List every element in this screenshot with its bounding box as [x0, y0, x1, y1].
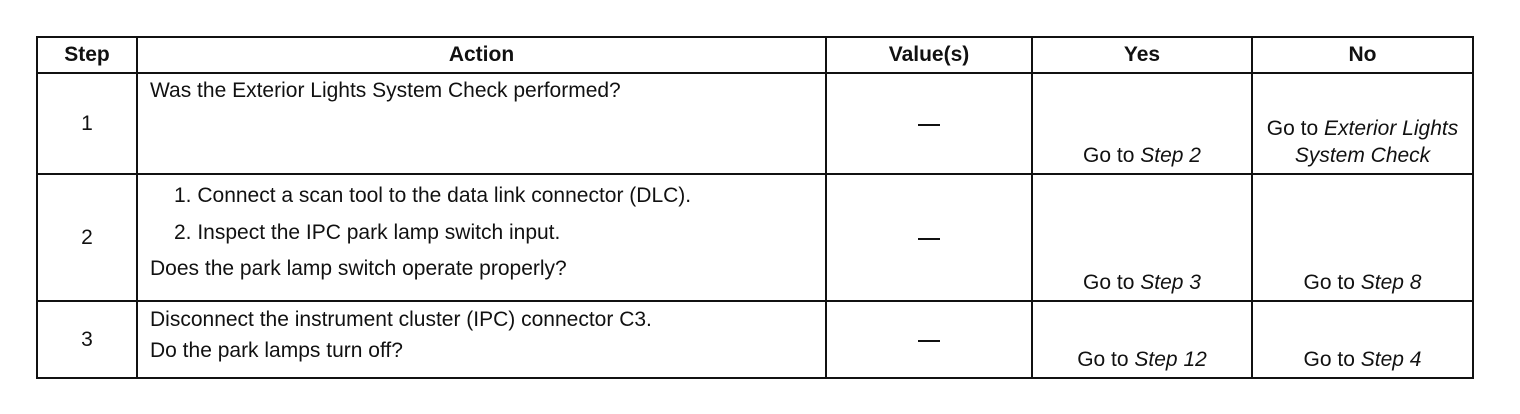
- dash-mark: [918, 124, 940, 126]
- yes-target: Step 2: [1140, 144, 1201, 167]
- action-instruction: Disconnect the instrument cluster (IPC) …: [150, 308, 652, 331]
- action-cell: Disconnect the instrument cluster (IPC) …: [136, 300, 827, 379]
- yes-prefix: Go to: [1077, 348, 1129, 371]
- yes-cell: Go to Step 2: [1031, 72, 1253, 175]
- yes-cell: Go to Step 12: [1031, 300, 1253, 379]
- header-action: Action: [136, 36, 827, 74]
- yes-prefix: Go to: [1083, 144, 1135, 167]
- no-prefix: Go to: [1303, 271, 1355, 294]
- value-cell: [825, 300, 1033, 379]
- yes-target: Step 12: [1134, 348, 1207, 371]
- no-target: Step 4: [1360, 348, 1422, 371]
- action-question: Was the Exterior Lights System Check per…: [150, 79, 621, 102]
- step-number: 2: [36, 173, 138, 302]
- action-step: 1. Connect a scan tool to the data link …: [174, 184, 692, 207]
- header-step: Step: [36, 36, 138, 74]
- value-cell: [825, 72, 1033, 175]
- step-number: 1: [36, 72, 138, 175]
- header-yes: Yes: [1031, 36, 1253, 74]
- action-question: Do the park lamps turn off?: [150, 339, 403, 362]
- dash-mark: [918, 238, 940, 240]
- action-cell: Was the Exterior Lights System Check per…: [136, 72, 827, 175]
- diagnostic-table: Step Action Value(s) Yes No 1 Was the Ex…: [36, 36, 1474, 379]
- value-cell: [825, 173, 1033, 302]
- step-number: 3: [36, 300, 138, 379]
- no-target: Exterior Lights System Check: [1294, 117, 1459, 167]
- no-cell: Go to Exterior Lights System Check: [1251, 72, 1474, 175]
- header-values: Value(s): [825, 36, 1033, 74]
- no-target: Step 8: [1360, 271, 1422, 294]
- no-prefix: Go to: [1266, 117, 1319, 140]
- table-row: 1 Was the Exterior Lights System Check p…: [36, 72, 1474, 175]
- dash-mark: [918, 340, 940, 342]
- yes-cell: Go to Step 3: [1031, 173, 1253, 302]
- header-row: Step Action Value(s) Yes No: [36, 36, 1474, 74]
- yes-prefix: Go to: [1083, 271, 1135, 294]
- action-step: 2. Inspect the IPC park lamp switch inpu…: [174, 221, 561, 244]
- action-question: Does the park lamp switch operate proper…: [150, 257, 567, 280]
- no-cell: Go to Step 8: [1251, 173, 1474, 302]
- yes-target: Step 3: [1140, 271, 1201, 294]
- action-cell: 1. Connect a scan tool to the data link …: [136, 173, 827, 302]
- table-row: 3 Disconnect the instrument cluster (IPC…: [36, 300, 1474, 379]
- table-row: 2 1. Connect a scan tool to the data lin…: [36, 173, 1474, 302]
- no-prefix: Go to: [1303, 348, 1355, 371]
- header-no: No: [1251, 36, 1474, 74]
- no-cell: Go to Step 4: [1251, 300, 1474, 379]
